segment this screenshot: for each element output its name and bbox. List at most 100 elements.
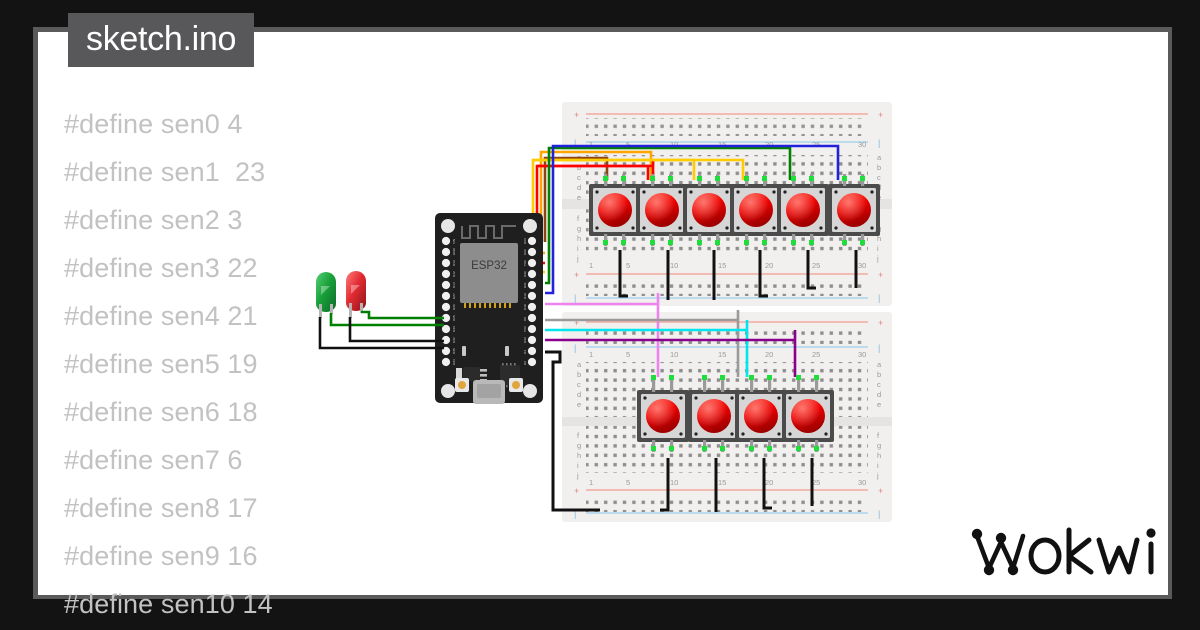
svg-text:30: 30 — [858, 261, 866, 270]
svg-text:|: | — [878, 509, 880, 519]
pushbutton[interactable] — [637, 375, 689, 452]
svg-text:5: 5 — [626, 261, 630, 270]
svg-text:j: j — [876, 254, 879, 263]
svg-text:b: b — [577, 370, 581, 379]
svg-text:e: e — [877, 400, 881, 409]
svg-text:30: 30 — [858, 478, 866, 487]
svg-text:30: 30 — [858, 140, 866, 149]
code-line: #define sen0 4 — [64, 109, 243, 139]
svg-text:D27: D27 — [452, 293, 456, 299]
pushbuttons-top[interactable] — [589, 174, 880, 246]
svg-text:GND: GND — [452, 247, 456, 255]
esp32-pin-labels: VIN GND D13 D12 D14 D27 D26 D25 D33 D32 … — [452, 238, 527, 365]
svg-text:g: g — [577, 224, 581, 233]
svg-text:h: h — [577, 451, 581, 460]
svg-text:20: 20 — [765, 350, 773, 359]
svg-text:15: 15 — [718, 261, 726, 270]
svg-text:g: g — [577, 441, 581, 450]
svg-text:+: + — [878, 318, 883, 328]
led-green[interactable] — [316, 272, 336, 318]
svg-text:TX2: TX2 — [523, 326, 527, 332]
led-wires — [318, 310, 444, 350]
svg-text:+: + — [574, 486, 579, 496]
pushbutton[interactable] — [828, 174, 880, 246]
svg-text:i: i — [877, 461, 879, 470]
svg-text:c: c — [877, 380, 881, 389]
pushbuttons-bottom[interactable] — [637, 375, 834, 452]
svg-text:+: + — [574, 270, 579, 280]
svg-text:+: + — [574, 110, 579, 120]
svg-text:25: 25 — [812, 261, 820, 270]
svg-text:D23: D23 — [523, 238, 527, 244]
svg-text:TX0: TX0 — [523, 260, 527, 266]
esp32-left-header[interactable] — [441, 236, 451, 367]
svg-text:a: a — [877, 153, 882, 162]
pushbutton[interactable] — [636, 174, 688, 246]
pushbutton[interactable] — [782, 375, 834, 452]
svg-text:D21: D21 — [523, 282, 527, 288]
code-editor-text[interactable]: #define sen0 4 #define sen1 23 #define sen… — [64, 100, 484, 628]
ground-rail-wire — [545, 350, 600, 512]
svg-text:D18: D18 — [523, 304, 527, 310]
tab-sketch-ino[interactable]: sketch.ino — [68, 13, 255, 67]
svg-text:D12: D12 — [452, 271, 456, 277]
esp32-board[interactable]: ESP32 — [435, 213, 543, 404]
svg-text:i: i — [577, 461, 579, 470]
svg-text:+: + — [878, 110, 883, 120]
svg-text:15: 15 — [718, 350, 726, 359]
svg-text:25: 25 — [812, 478, 820, 487]
pushbutton[interactable] — [735, 375, 787, 452]
pushbutton[interactable] — [589, 174, 641, 246]
svg-text:b: b — [577, 163, 581, 172]
svg-text:5: 5 — [626, 350, 630, 359]
svg-text:D13: D13 — [452, 260, 456, 266]
svg-text:e: e — [577, 193, 581, 202]
svg-text:d: d — [577, 183, 581, 192]
esp32-right-header[interactable] — [527, 236, 537, 367]
svg-text:j: j — [876, 471, 879, 480]
svg-text:1: 1 — [589, 350, 593, 359]
code-line: #define sen10 14 — [64, 589, 273, 619]
code-line: #define sen8 17 — [64, 493, 258, 523]
svg-text:c: c — [577, 173, 581, 182]
svg-text:a: a — [877, 360, 882, 369]
svg-text:D33: D33 — [452, 326, 456, 332]
svg-text:a: a — [577, 360, 582, 369]
pushbutton[interactable] — [683, 174, 735, 246]
code-line: #define sen1 23 — [64, 157, 266, 187]
svg-text:|: | — [574, 138, 576, 148]
pushbutton[interactable] — [730, 174, 782, 246]
code-line: #define sen5 19 — [64, 349, 258, 379]
svg-text:b: b — [877, 163, 881, 172]
svg-text:15: 15 — [718, 478, 726, 487]
svg-text:D4: D4 — [523, 350, 527, 354]
svg-text:c: c — [877, 173, 881, 182]
svg-text:30: 30 — [858, 350, 866, 359]
svg-text:D22: D22 — [523, 249, 527, 255]
esp32-chip-label: ESP32 — [471, 260, 507, 272]
svg-text:25: 25 — [812, 350, 820, 359]
svg-text:h: h — [577, 234, 581, 243]
svg-text:+: + — [574, 318, 579, 328]
code-line: #define sen7 6 — [64, 445, 243, 475]
svg-text:D5: D5 — [523, 317, 527, 321]
svg-text:D34: D34 — [452, 359, 456, 365]
svg-text:f: f — [877, 431, 880, 440]
code-line: #define sen6 18 — [64, 397, 258, 427]
svg-text:|: | — [574, 509, 576, 519]
code-line: #define sen9 16 — [64, 541, 258, 571]
pushbutton[interactable] — [688, 375, 740, 452]
svg-text:D14: D14 — [452, 282, 456, 288]
svg-text:|: | — [878, 138, 880, 148]
svg-text:5: 5 — [626, 478, 630, 487]
svg-text:j: j — [576, 254, 579, 263]
svg-text:j: j — [576, 471, 579, 480]
pushbutton[interactable] — [777, 174, 829, 246]
svg-text:25: 25 — [812, 140, 820, 149]
wokwi-logo — [963, 520, 1163, 582]
svg-text:5: 5 — [626, 140, 630, 149]
led-red[interactable] — [346, 271, 366, 318]
